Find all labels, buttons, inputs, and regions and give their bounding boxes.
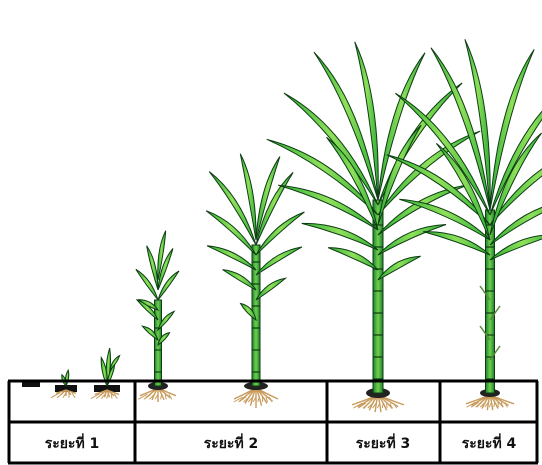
root-hair: [107, 394, 109, 399]
root-cluster-icon: [234, 388, 278, 408]
sugarcane-plant-icon: [387, 39, 542, 410]
root-cluster-icon: [138, 388, 176, 402]
leaf-blade: [110, 356, 120, 370]
leaf-blade: [223, 270, 256, 290]
leaf-blade: [423, 232, 490, 255]
stage-4-plants: [387, 39, 542, 410]
stage-2-plants: [136, 154, 305, 408]
leaf-blade: [207, 246, 256, 270]
sugarcane-plant-icon: [136, 231, 179, 402]
leaf-blade: [256, 247, 302, 275]
sugarcane-plant-icon: [267, 42, 480, 412]
sugarcane-plant-icon: [206, 154, 304, 408]
leaf-blade: [378, 224, 446, 255]
root-hair: [258, 397, 260, 402]
leaf-blade: [328, 248, 378, 270]
sugarcane-plant-icon: [51, 370, 77, 398]
stage-1-plants: [22, 348, 120, 399]
stage-4-label: ระยะที่ 4: [462, 433, 517, 452]
leaf-blade: [302, 223, 378, 250]
sugarcane-plant-icon: [91, 348, 120, 399]
leaf-blade: [326, 137, 378, 230]
leaf-blade: [378, 256, 421, 280]
seed-piece-icon: [22, 382, 40, 387]
root-hair: [111, 394, 112, 399]
root-hair: [161, 394, 162, 399]
stage-1-label: ระยะที่ 1: [45, 433, 100, 452]
stage-3-plants: [267, 42, 480, 412]
root-hair: [382, 403, 383, 408]
root-cluster-icon: [466, 395, 514, 410]
stage-3-label: ระยะที่ 3: [356, 433, 411, 452]
root-hair: [494, 402, 495, 407]
stage-2-label: ระยะที่ 2: [204, 433, 259, 452]
plants-layer: [22, 39, 542, 412]
